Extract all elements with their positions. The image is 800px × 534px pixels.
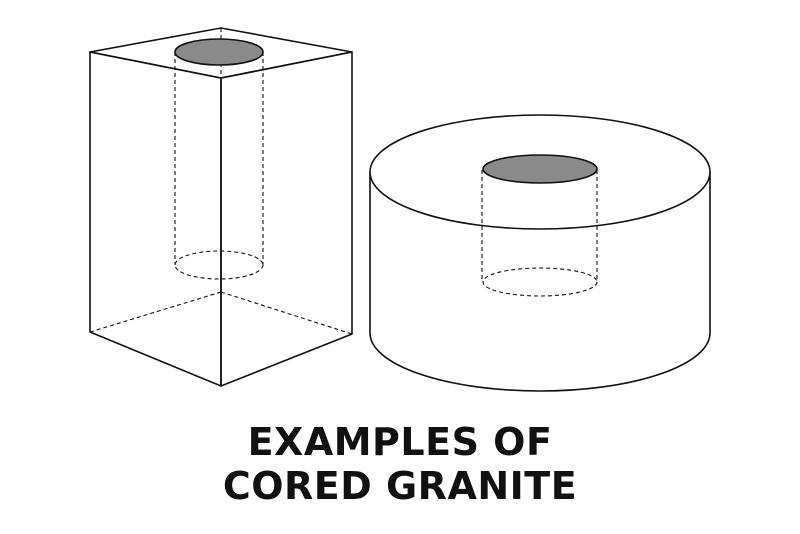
block-hidden-bottom-left-edge <box>89 291 222 333</box>
block-hidden-bottom-right-edge <box>220 291 353 335</box>
block-left-face <box>89 51 222 387</box>
cored-cylindrical-disc <box>369 114 711 392</box>
disc-side-wall <box>369 172 711 392</box>
caption-line-1: EXAMPLES OF <box>247 420 553 464</box>
caption-line-2: CORED GRANITE <box>222 464 578 508</box>
diagram-caption: EXAMPLES OF CORED GRANITE <box>0 420 800 508</box>
disc-core-top <box>482 154 598 184</box>
block-core-bottom <box>174 250 264 280</box>
cored-rectangular-block <box>89 27 353 387</box>
block-core-top <box>174 38 264 66</box>
disc-core-bottom <box>482 267 598 297</box>
block-right-face <box>220 51 353 387</box>
